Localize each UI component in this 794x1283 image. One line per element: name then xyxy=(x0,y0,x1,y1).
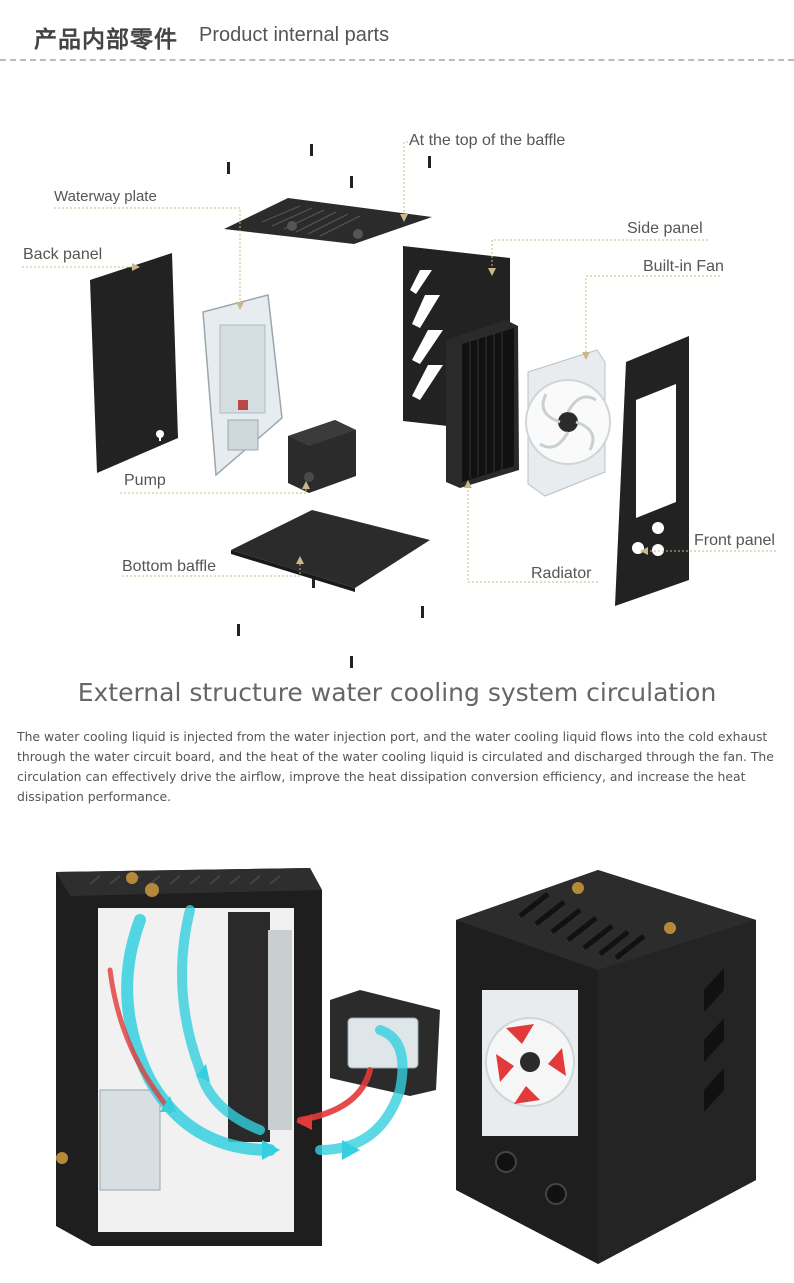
back-panel-part xyxy=(90,253,178,473)
bottom-baffle-part xyxy=(231,510,430,592)
section-description: The water cooling liquid is injected fro… xyxy=(17,729,774,804)
label-bottom-baffle: Bottom baffle xyxy=(122,558,216,575)
waterway-plate-part xyxy=(202,294,283,477)
closed-case-image xyxy=(456,870,756,1264)
exploded-parts-diagram xyxy=(22,141,776,668)
label-pump: Pump xyxy=(124,472,166,489)
flow-arrowheads xyxy=(160,1064,360,1160)
label-back-panel: Back panel xyxy=(23,246,103,263)
label-top-baffle: At the top of the baffle xyxy=(409,132,566,149)
header-title-en: Product internal parts xyxy=(199,24,390,46)
header-title-cn: 产品内部零件 xyxy=(34,27,178,53)
coolant-flow xyxy=(107,905,408,1156)
label-radiator: Radiator xyxy=(531,565,592,582)
pump-part xyxy=(288,420,356,493)
top-baffle-part xyxy=(224,198,432,244)
leader-arrowheads xyxy=(132,214,648,564)
leader-lines xyxy=(22,141,776,583)
builtin-fan-part xyxy=(525,349,611,497)
label-waterway-plate: Waterway plate xyxy=(54,188,157,205)
section-title: External structure water cooling system … xyxy=(77,678,717,707)
header-divider xyxy=(0,59,794,61)
product-photos xyxy=(56,868,756,1264)
label-front-panel: Front panel xyxy=(694,532,775,549)
radiator-part xyxy=(446,320,519,488)
external-pump-image xyxy=(330,990,440,1096)
screws xyxy=(227,144,431,668)
front-panel-part xyxy=(615,336,689,606)
label-builtin-fan: Built-in Fan xyxy=(643,258,724,275)
label-side-panel: Side panel xyxy=(627,220,703,237)
page-header: 产品内部零件 Product internal parts xyxy=(0,0,794,64)
